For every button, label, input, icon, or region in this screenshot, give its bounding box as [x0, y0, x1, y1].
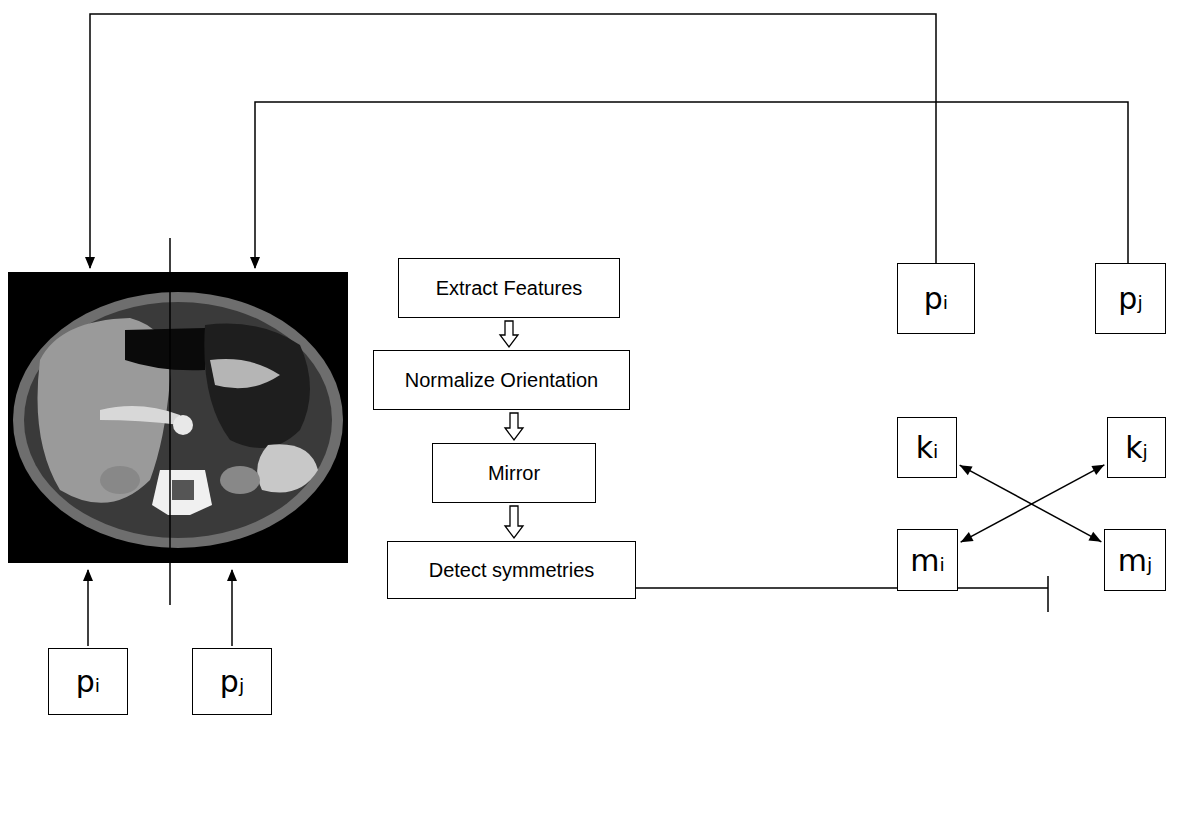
symbol-box: kᵢ: [897, 417, 957, 478]
connector-arrow: [960, 465, 1102, 542]
node-label: Detect symmetries: [429, 559, 595, 582]
leader-line: [87, 570, 89, 646]
arrow-head: [1088, 532, 1101, 542]
node-label: mⱼ: [1118, 543, 1152, 578]
connector-arrow: [505, 506, 523, 538]
connector-line: [961, 465, 1105, 542]
split-line: [169, 238, 171, 605]
leader-line: [231, 570, 233, 646]
leader-line: [255, 102, 1128, 268]
symbol-box: mⱼ: [1104, 529, 1166, 591]
connector-arrow: [961, 465, 1105, 542]
arrow-head: [1091, 465, 1104, 475]
symbol-box: pⱼ: [192, 648, 272, 715]
ct-scan: [8, 272, 348, 563]
node-label: Normalize Orientation: [405, 369, 598, 392]
leader-line: [90, 14, 936, 268]
node-label: pⱼ: [1118, 281, 1142, 316]
symbol-box: pᵢ: [897, 263, 975, 334]
node-label: pᵢ: [76, 664, 100, 699]
node-label: pᵢ: [924, 281, 948, 316]
connector-arrow: [505, 413, 523, 440]
hollow-arrow: [505, 506, 523, 538]
symbol-box: mᵢ: [897, 529, 958, 591]
symbol-box: pⱼ: [1095, 263, 1166, 334]
node-label: mᵢ: [910, 543, 945, 578]
arrow-head: [961, 532, 974, 542]
hollow-arrow: [500, 321, 518, 347]
process-box: Extract Features: [398, 258, 620, 318]
connector-line: [960, 465, 1102, 542]
process-box: Detect symmetries: [387, 541, 636, 599]
hollow-arrow: [505, 413, 523, 440]
symbol-box: pᵢ: [48, 648, 128, 715]
connector-arrow: [500, 321, 518, 347]
node-label: Extract Features: [436, 277, 583, 300]
node-label: kⱼ: [1125, 430, 1148, 465]
node-label: Mirror: [488, 462, 540, 485]
node-label: pⱼ: [220, 664, 244, 699]
node-label: kᵢ: [916, 430, 939, 465]
output-line: [636, 576, 1048, 612]
symbol-box: kⱼ: [1107, 417, 1166, 478]
process-box: Mirror: [432, 443, 596, 503]
arrow-head: [960, 465, 973, 475]
process-box: Normalize Orientation: [373, 350, 630, 410]
